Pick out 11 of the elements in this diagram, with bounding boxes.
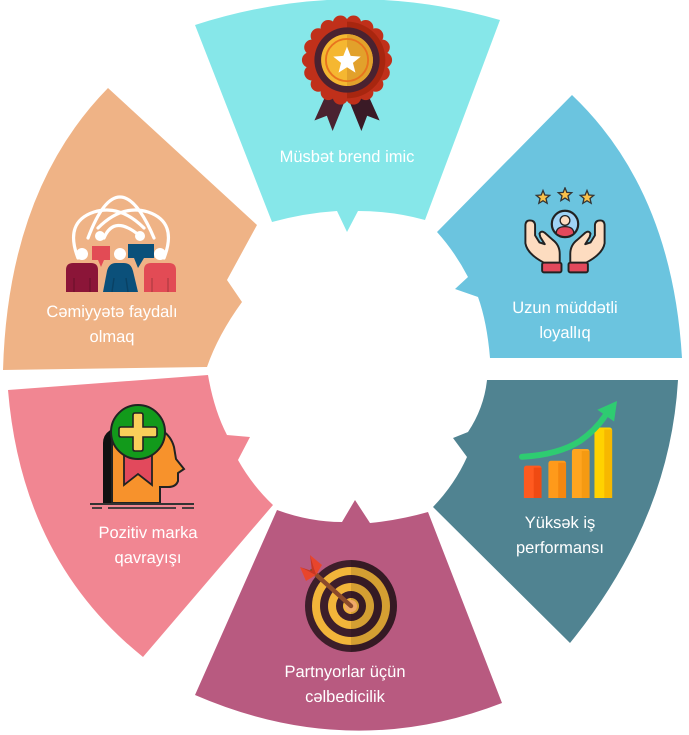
segment-label: Uzun müddətli loyallıq [511, 298, 619, 344]
ring-segment [437, 95, 682, 358]
ring-segment [8, 375, 273, 657]
segment-label: Cəmiyyətə faydalı olmaq [45, 302, 179, 348]
segment-label: Pozitiv marka qavrayışı [97, 523, 199, 569]
ring-segment [433, 380, 678, 643]
ring-segment [3, 88, 257, 370]
segment-label: Partnyorlar üçün cəlbedicilik [283, 662, 407, 708]
segment-label: Müsbət brend imic [280, 147, 414, 168]
segment-label: Yüksək iş performansı [514, 513, 606, 559]
ring-segment [195, 0, 500, 232]
